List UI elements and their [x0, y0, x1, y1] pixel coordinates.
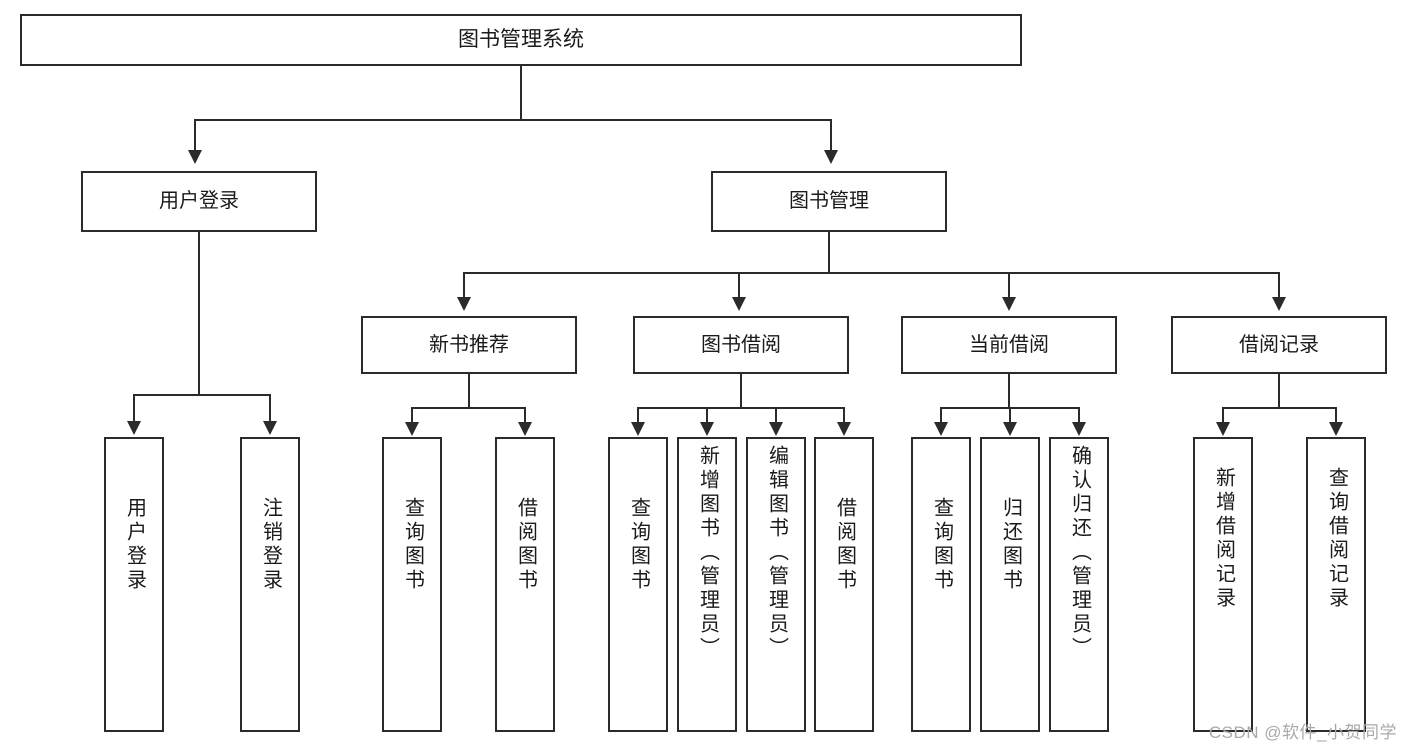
connector-currentborrow-leaf1 — [940, 407, 942, 423]
node-label: 图书借阅 — [701, 333, 781, 356]
connector-userlogin-bus — [133, 394, 269, 396]
node-label: 新书推荐 — [429, 333, 509, 356]
node-new-book-recommend[interactable]: 新书推荐 — [361, 316, 577, 374]
connector-bookmgmt-stem — [828, 232, 830, 273]
connector-currentborrow-leaf2 — [1009, 407, 1011, 423]
arrow-currentborrow-leaf1 — [934, 422, 948, 436]
arrow-currentborrow-leaf3 — [1072, 422, 1086, 436]
connector-bookborrow-leaf1 — [637, 407, 639, 423]
arrow-bookmgmt-to-record — [1272, 297, 1286, 311]
leaf-borrowrecord-add-record[interactable]: 新增借阅记录 — [1193, 437, 1253, 732]
leaf-label: 编辑图书（管理员） — [765, 445, 788, 661]
arrow-userlogin-leaf1 — [127, 421, 141, 435]
arrow-bookmgmt-to-new — [457, 297, 471, 311]
arrow-bookborrow-leaf1 — [631, 422, 645, 436]
arrow-bookborrow-leaf2 — [700, 422, 714, 436]
arrow-bookborrow-leaf4 — [837, 422, 851, 436]
arrow-root-to-bookmgmt — [824, 150, 838, 164]
connector-userlogin-stem — [198, 232, 200, 395]
leaf-currentborrow-query-book[interactable]: 查询图书 — [911, 437, 971, 732]
leaf-bookborrow-edit-book-admin[interactable]: 编辑图书（管理员） — [746, 437, 806, 732]
connector-borrowrecord-leaf2 — [1335, 407, 1337, 423]
connector-root-bus — [194, 119, 832, 121]
leaf-label: 查询图书 — [930, 497, 953, 593]
connector-currentborrow-leaf3 — [1078, 407, 1080, 423]
connector-bookborrow-leaf2 — [706, 407, 708, 423]
leaf-currentborrow-confirm-return-admin[interactable]: 确认归还（管理员） — [1049, 437, 1109, 732]
connector-bookmgmt-to-new — [463, 272, 465, 298]
arrow-borrowrecord-leaf1 — [1216, 422, 1230, 436]
leaf-bookborrow-query-book[interactable]: 查询图书 — [608, 437, 668, 732]
node-book-borrow[interactable]: 图书借阅 — [633, 316, 849, 374]
node-label: 借阅记录 — [1239, 333, 1319, 356]
leaf-label: 归还图书 — [999, 497, 1022, 593]
node-user-login[interactable]: 用户登录 — [81, 171, 317, 232]
connector-borrowrecord-leaf1 — [1222, 407, 1224, 423]
connector-root-stem — [520, 66, 522, 120]
leaf-label: 新增借阅记录 — [1212, 467, 1235, 611]
leaf-label: 查询借阅记录 — [1325, 467, 1348, 611]
node-label: 当前借阅 — [969, 333, 1049, 356]
leaf-user-login[interactable]: 用户登录 — [104, 437, 164, 732]
connector-userlogin-leaf2 — [269, 394, 271, 422]
node-label: 用户登录 — [159, 190, 239, 212]
arrow-userlogin-leaf2 — [263, 421, 277, 435]
leaf-label: 确认归还（管理员） — [1068, 445, 1091, 661]
node-borrow-record[interactable]: 借阅记录 — [1171, 316, 1387, 374]
leaf-label: 查询图书 — [627, 497, 650, 593]
connector-newbook-bus — [411, 407, 526, 409]
leaf-newbook-borrow-book[interactable]: 借阅图书 — [495, 437, 555, 732]
connector-bookborrow-leaf3 — [775, 407, 777, 423]
connector-root-to-bookmgmt — [830, 119, 832, 151]
leaf-bookborrow-borrow-book[interactable]: 借阅图书 — [814, 437, 874, 732]
leaf-label: 借阅图书 — [833, 497, 856, 593]
arrow-bookborrow-leaf3 — [769, 422, 783, 436]
leaf-bookborrow-add-book-admin[interactable]: 新增图书（管理员） — [677, 437, 737, 732]
leaf-currentborrow-return-book[interactable]: 归还图书 — [980, 437, 1040, 732]
connector-bookmgmt-to-current — [1008, 272, 1010, 298]
node-label: 图书管理系统 — [458, 27, 584, 51]
node-current-borrow[interactable]: 当前借阅 — [901, 316, 1117, 374]
leaf-label: 用户登录 — [123, 497, 146, 593]
connector-borrowrecord-bus — [1222, 407, 1337, 409]
leaf-label: 借阅图书 — [514, 497, 537, 593]
leaf-logout[interactable]: 注销登录 — [240, 437, 300, 732]
arrow-bookmgmt-to-borrow — [732, 297, 746, 311]
leaf-borrowrecord-query-record[interactable]: 查询借阅记录 — [1306, 437, 1366, 732]
connector-userlogin-leaf1 — [133, 394, 135, 422]
connector-bookmgmt-to-record — [1278, 272, 1280, 298]
node-book-management[interactable]: 图书管理 — [711, 171, 947, 232]
leaf-newbook-query-book[interactable]: 查询图书 — [382, 437, 442, 732]
connector-newbook-leaf1 — [411, 407, 413, 423]
node-root-system[interactable]: 图书管理系统 — [20, 14, 1022, 66]
connector-currentborrow-stem — [1008, 374, 1010, 408]
arrow-borrowrecord-leaf2 — [1329, 422, 1343, 436]
connector-root-to-userlogin — [194, 119, 196, 151]
arrow-newbook-leaf1 — [405, 422, 419, 436]
connector-bookborrow-bus — [637, 407, 844, 409]
connector-bookmgmt-bus — [463, 272, 1280, 274]
arrow-currentborrow-leaf2 — [1003, 422, 1017, 436]
leaf-label: 新增图书（管理员） — [696, 445, 719, 661]
connector-borrowrecord-stem — [1278, 374, 1280, 408]
connector-newbook-leaf2 — [524, 407, 526, 423]
node-label: 图书管理 — [789, 190, 869, 212]
leaf-label: 注销登录 — [259, 497, 282, 593]
arrow-bookmgmt-to-current — [1002, 297, 1016, 311]
connector-bookborrow-leaf4 — [843, 407, 845, 423]
leaf-label: 查询图书 — [401, 497, 424, 593]
arrow-root-to-userlogin — [188, 150, 202, 164]
connector-newbook-stem — [468, 374, 470, 408]
connector-bookborrow-stem — [740, 374, 742, 408]
arrow-newbook-leaf2 — [518, 422, 532, 436]
connector-bookmgmt-to-borrow — [738, 272, 740, 298]
